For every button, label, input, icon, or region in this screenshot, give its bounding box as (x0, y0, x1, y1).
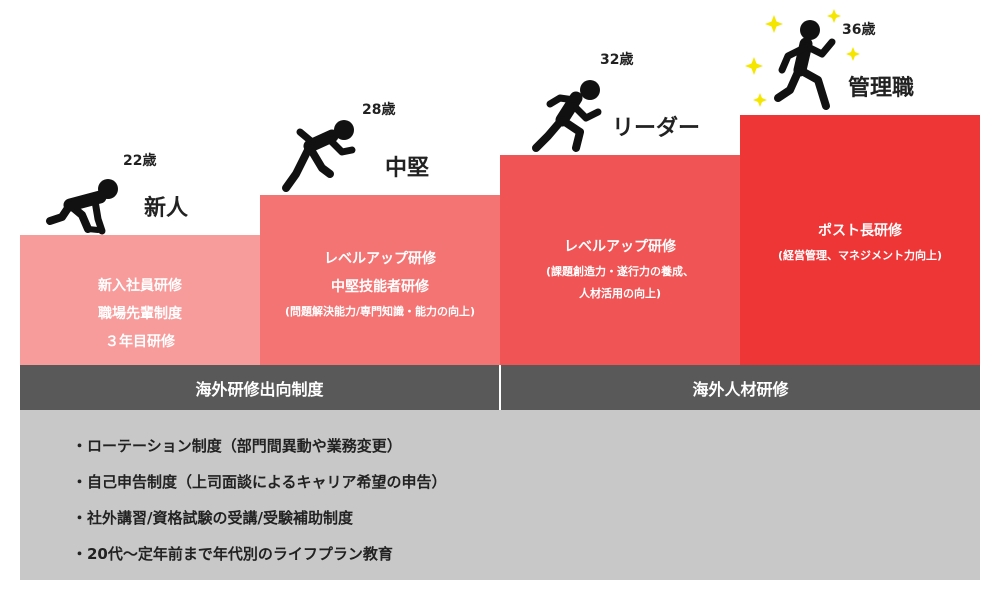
overseas-talent-bar: 海外人材研修 (501, 365, 980, 410)
level-label-3: リーダー (612, 116, 701, 141)
bullet-item-3: ・社外講習/資格試験の受講/受験補助制度 (72, 509, 353, 527)
age-label-1: 22歳 (123, 153, 157, 169)
age-label-2: 28歳 (362, 102, 396, 118)
running-person-icon (532, 80, 602, 152)
bullet-item-2: ・自己申告制度（上司面談によるキャリア希望の申告） (72, 473, 447, 491)
stage-3-sub-1: (課題創造力・遂行力の養成、 (545, 265, 695, 278)
stage-3-sub-2: 人材活用の向上) (578, 287, 662, 300)
overseas-talent-label: 海外人材研修 (692, 379, 789, 399)
sparkle-star-icon (745, 57, 763, 75)
stage-3-line-1: レベルアップ研修 (564, 239, 676, 255)
age-label-3: 32歳 (600, 52, 634, 68)
stage-step-1: 新入社員研修 職場先輩制度 ３年目研修 (20, 235, 260, 365)
overseas-training-label: 海外研修出向制度 (195, 379, 324, 399)
level-label-4: 管理職 (848, 76, 915, 101)
stage-step-2: レベルアップ研修 中堅技能者研修 (問題解決能力/専門知識・能力の向上) (260, 195, 500, 365)
stage-1-line-3: ３年目研修 (105, 334, 175, 350)
age-label-4: 36歳 (842, 22, 876, 38)
bullet-item-1: ・ローテーション制度（部門間異動や業務変更） (72, 437, 402, 455)
sprinting-person-icon (774, 20, 836, 110)
stage-step-3: レベルアップ研修 (課題創造力・遂行力の養成、 人材活用の向上) (500, 155, 740, 365)
bullet-item-4: ・20代〜定年前まで年代別のライフプラン教育 (72, 545, 393, 563)
stage-4-line-1: ポスト長研修 (818, 223, 902, 239)
stage-2-sub-1: (問題解決能力/専門知識・能力の向上) (284, 305, 476, 318)
starting-runner-icon (282, 120, 356, 192)
stage-2-line-2: 中堅技能者研修 (331, 279, 429, 295)
other-programs-panel: ・ローテーション制度（部門間異動や業務変更） ・自己申告制度（上司面談によるキャ… (20, 410, 980, 580)
crouching-person-icon (46, 179, 118, 235)
stage-1-line-2: 職場先輩制度 (98, 306, 182, 322)
overseas-training-bar: 海外研修出向制度 (20, 365, 499, 410)
stage-step-4: ポスト長研修 (経営管理、マネジメント力向上) (740, 115, 980, 365)
sparkle-star-icon (765, 15, 783, 33)
level-label-2: 中堅 (385, 156, 430, 181)
sparkle-star-icon (753, 93, 767, 107)
level-label-1: 新人 (144, 196, 189, 221)
sparkle-star-icon (827, 9, 841, 23)
sparkle-star-icon (846, 47, 860, 61)
stage-4-sub-1: (経営管理、マネジメント力向上) (777, 249, 943, 262)
stage-1-line-1: 新入社員研修 (98, 278, 182, 294)
stage-2-line-1: レベルアップ研修 (324, 251, 436, 267)
